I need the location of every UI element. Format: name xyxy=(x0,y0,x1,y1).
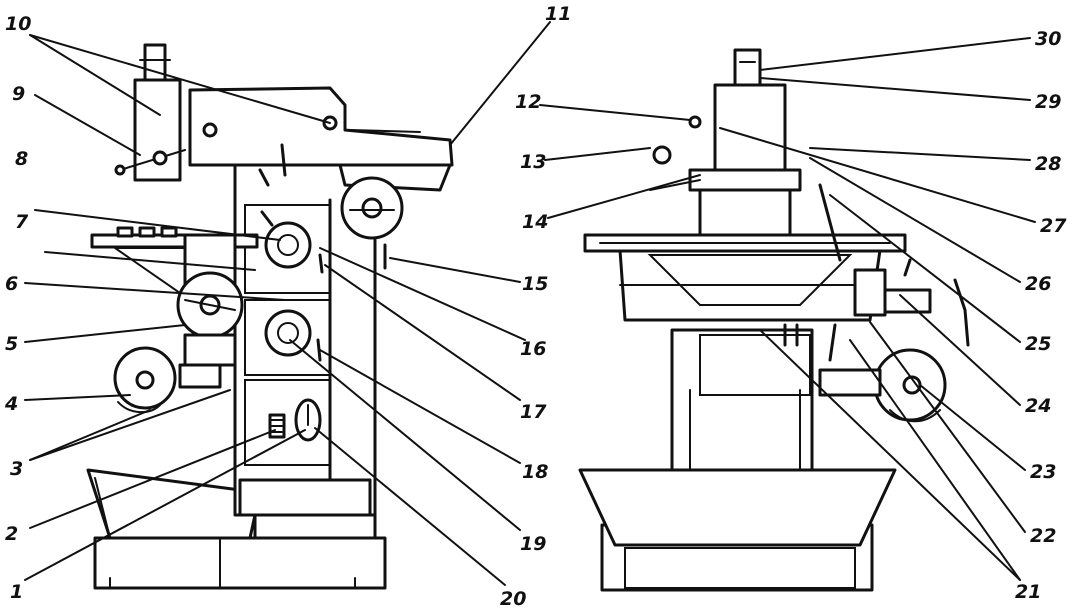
callout-29: 29 xyxy=(1035,91,1061,113)
callout-26: 26 xyxy=(1025,273,1051,295)
side-view xyxy=(86,43,454,590)
callout-labels: 10 9 8 7 6 5 4 3 2 1 11 15 16 17 18 19 2… xyxy=(4,3,1067,610)
side-dial-upper xyxy=(264,221,312,269)
callout-18: 18 xyxy=(522,461,548,483)
side-chip-tray xyxy=(86,468,257,540)
callout-12: 12 xyxy=(515,91,541,113)
callout-5: 5 xyxy=(5,333,18,355)
callout-28: 28 xyxy=(1035,153,1061,175)
callout-1: 1 xyxy=(10,581,23,603)
callout-22: 22 xyxy=(1030,525,1056,547)
callout-23: 23 xyxy=(1030,461,1056,483)
callout-19: 19 xyxy=(520,533,546,555)
callout-16: 16 xyxy=(520,338,546,360)
callout-9: 9 xyxy=(12,83,25,105)
callout-3: 3 xyxy=(10,458,23,480)
callout-20: 20 xyxy=(500,588,526,610)
callout-7: 7 xyxy=(15,211,29,233)
callout-4: 4 xyxy=(4,393,18,415)
front-column xyxy=(670,328,814,472)
callout-21: 21 xyxy=(1015,581,1041,603)
leader-lines xyxy=(24,21,1036,586)
callout-30: 30 xyxy=(1035,28,1061,50)
front-chip-tray xyxy=(578,468,897,547)
callout-15: 15 xyxy=(522,273,548,295)
callout-25: 25 xyxy=(1025,333,1051,355)
callout-2: 2 xyxy=(5,523,18,545)
side-base xyxy=(93,536,387,590)
side-overarm xyxy=(188,86,454,167)
callout-10: 10 xyxy=(5,13,31,35)
callout-6: 6 xyxy=(5,273,18,295)
callout-8: 8 xyxy=(15,148,28,170)
callout-11: 11 xyxy=(545,3,571,25)
callout-17: 17 xyxy=(520,401,547,423)
side-dial-lower xyxy=(264,309,312,357)
front-view xyxy=(578,48,970,592)
callout-14: 14 xyxy=(522,211,548,233)
callout-27: 27 xyxy=(1040,215,1067,237)
callout-24: 24 xyxy=(1025,395,1051,417)
front-lamp xyxy=(652,145,672,165)
callout-13: 13 xyxy=(520,151,546,173)
